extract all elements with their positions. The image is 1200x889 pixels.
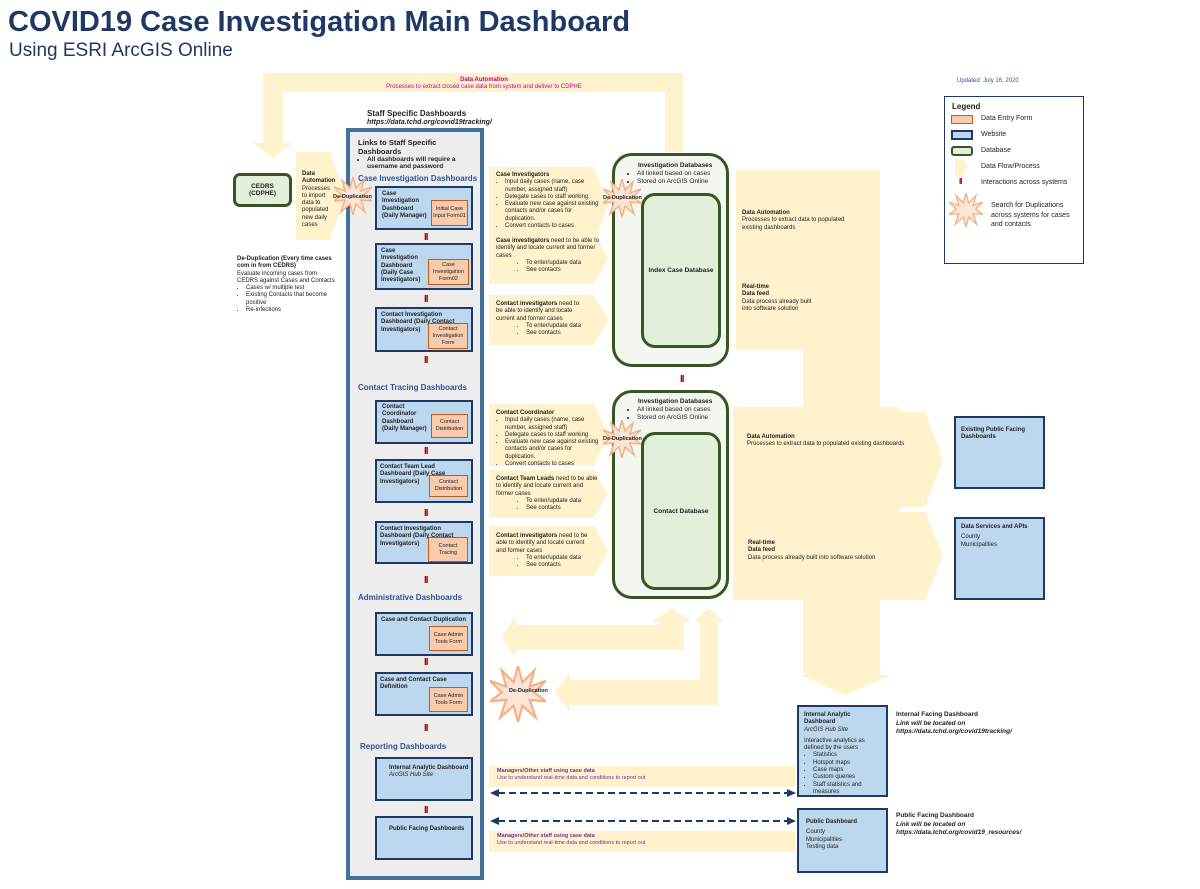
legend-dedup-star-icon — [949, 193, 983, 227]
db1-label: Investigation DatabasesAll linked based … — [628, 162, 712, 186]
form-contact-tracing[interactable]: Contact Tracing — [428, 537, 468, 562]
return-arrow-1 — [502, 616, 665, 658]
role-flow-arrows — [489, 167, 608, 576]
legend-title: Legend — [952, 102, 981, 111]
role-case-investigators-2: Case investigators need to be able to id… — [496, 238, 600, 274]
page-title: COVID19 Case Investigation Main Dashboar… — [8, 6, 631, 38]
role-case-investigators: Case InvestigatorsInput daily cases (nam… — [496, 172, 600, 230]
legend-item: Interactions across systems — [981, 179, 1068, 186]
top-flow-arrow — [253, 73, 683, 158]
page-subtitle: Using ESRI ArcGIS Online — [9, 40, 233, 61]
return-arrow-2-up — [694, 608, 724, 705]
dedup-label: De-Duplication — [509, 688, 548, 694]
staff-heading: Staff Specific Dashboards — [367, 109, 467, 118]
legend-form-swatch — [951, 115, 973, 124]
section-contact-tracing: Contact Tracing Dashboards — [358, 383, 467, 392]
interaction-icon: II — [424, 657, 428, 668]
contact-database: Contact Database — [641, 432, 721, 590]
section-administrative: Administrative Dashboards — [358, 593, 463, 602]
form-contact-investigation[interactable]: Contact Investigation Form — [428, 323, 468, 349]
interaction-icon: II — [424, 446, 428, 457]
legend-database-swatch — [951, 146, 973, 156]
interaction-icon: II — [424, 232, 428, 243]
interaction-icon: II — [680, 374, 684, 385]
section-case-investigation: Case Investigation Dashboards — [358, 174, 478, 183]
dedup-note: De-Duplication (Every time cases com in … — [237, 256, 335, 314]
interaction-icon: II — [424, 723, 428, 734]
interaction-icon: II — [424, 575, 428, 586]
legend-item: Database — [981, 147, 1011, 154]
dashboard-public-facing[interactable]: Public Facing Dashboards — [375, 816, 473, 860]
role-contact-team-leads: Contact Team Leads need to be able to id… — [496, 476, 600, 512]
index-case-database: Index Case Database — [641, 193, 721, 348]
legend: Legend Data Entry Form Website Database … — [944, 96, 1084, 264]
legend-interaction-icon: II — [959, 177, 963, 186]
return-arrow-2 — [555, 672, 718, 712]
legend-item: Website — [981, 131, 1007, 138]
interaction-icon: II — [424, 294, 428, 305]
legend-website-swatch — [951, 130, 973, 140]
dashed-arrows — [498, 792, 788, 822]
import-flow-arrow — [296, 152, 346, 240]
dedup-label: De-Duplication — [603, 195, 642, 201]
legend-flow-icon — [955, 159, 968, 175]
dedup-label: De-Duplication — [333, 194, 372, 200]
updated-date: Updated: July 16, 2020 — [957, 78, 1019, 84]
interaction-icon: II — [424, 805, 428, 816]
existing-public-dashboards[interactable]: Existing Public Facing Dashboards — [954, 416, 1045, 489]
right-flow-upper — [733, 170, 943, 695]
cedrs-database: CEDRS(CDPHE) — [233, 173, 292, 207]
form-case-investigation[interactable]: Case Investigation Form02 — [428, 259, 469, 285]
legend-item: Data Flow/Process — [981, 163, 1040, 170]
return-arrow-1-up — [652, 608, 692, 650]
form-case-admin-tools-2[interactable]: Case Admin Tools Form — [429, 687, 468, 712]
form-initial-case-input[interactable]: Initial Case Input Form01 — [431, 200, 468, 226]
dedup-label: De-Duplication — [603, 436, 642, 442]
links-title: Links to Staff Specific DashboardsAll da… — [358, 138, 478, 170]
form-case-admin-tools[interactable]: Case Admin Tools Form — [429, 626, 468, 651]
staff-url[interactable]: https://data.tchd.org/covid19tracking/ — [367, 119, 492, 126]
db2-label: Investigation DatabasesAll linked based … — [628, 398, 712, 422]
legend-item: Search for Duplications across systems f… — [991, 202, 1070, 228]
role-contact-investigators-2: Contact investigators need to be able to… — [496, 533, 591, 569]
section-reporting: Reporting Dashboards — [360, 742, 447, 751]
form-contact-distribution-2[interactable]: Contact Distribution — [429, 475, 468, 497]
role-contact-coordinator: Contact CoordinatorInput daily cases (na… — [496, 410, 600, 468]
form-contact-distribution[interactable]: Contact Distribution — [431, 414, 468, 438]
role-contact-investigators: Contact investigators need to be able to… — [496, 301, 586, 337]
legend-item: Data Entry Form — [981, 115, 1033, 122]
interaction-icon: II — [424, 355, 428, 366]
interaction-icon: II — [424, 508, 428, 519]
